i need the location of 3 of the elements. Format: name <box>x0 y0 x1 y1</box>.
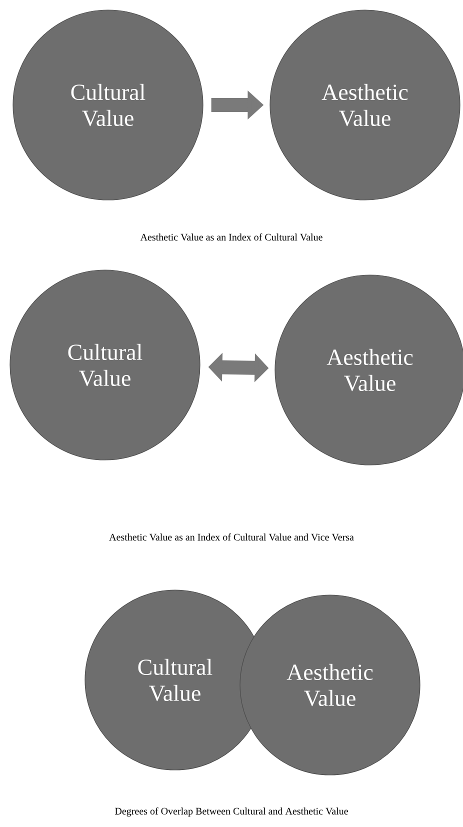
caption: Aesthetic Value as an Index of Cultural Value and Vice Versa <box>109 533 354 541</box>
caption: Degrees of Overlap Between Cultural and Aesthetic Value <box>115 807 348 817</box>
caption: Aesthetic Value as an Index of Cultural Value <box>140 233 322 241</box>
